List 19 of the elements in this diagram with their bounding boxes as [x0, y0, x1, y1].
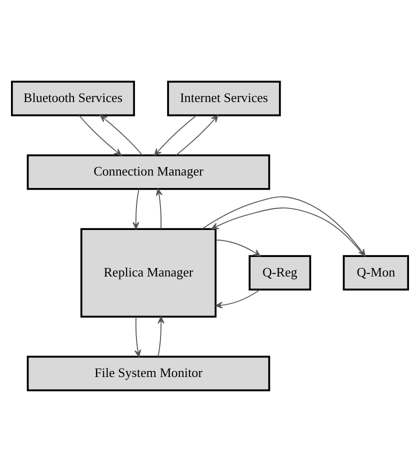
arrow [211, 208, 365, 256]
arrow [100, 114, 143, 156]
node-box: File System Monitor [26, 356, 270, 392]
arrow [132, 188, 140, 230]
node-box: Internet Services [167, 80, 281, 116]
node-box: Replica Manager [80, 228, 217, 318]
arrow [78, 114, 122, 156]
arrow [156, 188, 163, 230]
arrow [175, 114, 218, 156]
arrow [158, 316, 164, 358]
arrow [202, 196, 366, 256]
node-box: Bluetooth Services [10, 80, 135, 116]
arrow [134, 316, 142, 358]
arrow [154, 114, 198, 156]
node-box: Q-Mon [342, 255, 410, 291]
node-box: Connection Manager [26, 154, 270, 190]
arrow [215, 289, 261, 309]
arrow [215, 240, 261, 256]
node-box: Q-Reg [248, 255, 312, 291]
